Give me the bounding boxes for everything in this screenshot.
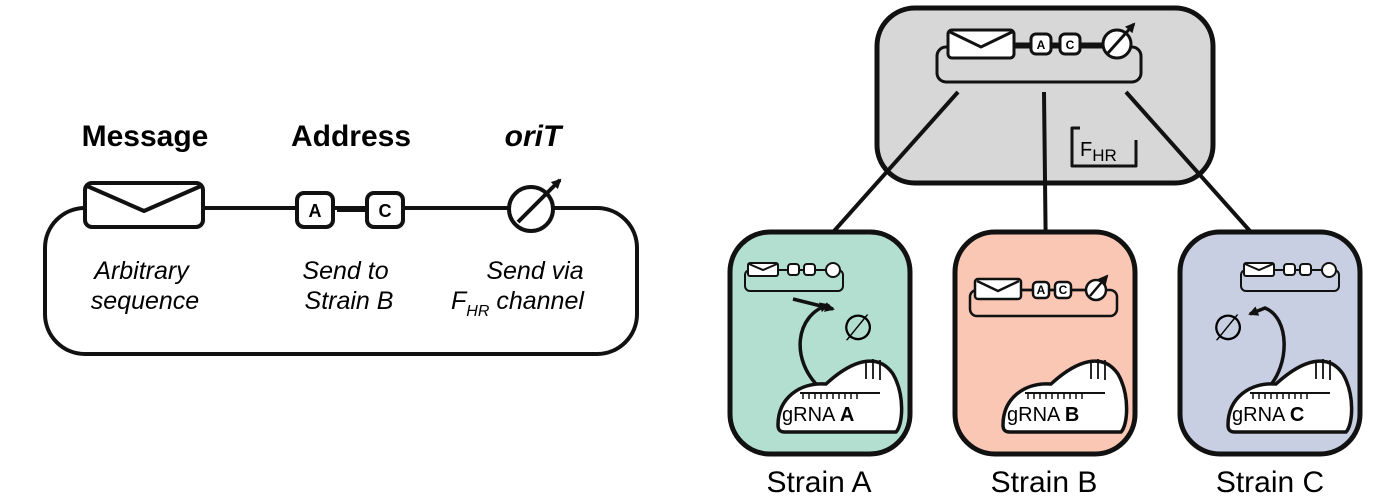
orit-header: oriT (505, 120, 564, 153)
address-description: Send to Strain B (302, 257, 395, 315)
degraded-symbol: ∅ (1212, 307, 1243, 348)
strain-c-cell: ∅ gRNA C Strain C (1177, 229, 1363, 499)
address-tag-c (803, 263, 816, 276)
construct-legend: Message Address oriT A C Arbitrary seque… (43, 120, 639, 356)
cas9-grna-complex: gRNA B (1001, 359, 1129, 434)
svg-text:A: A (1037, 38, 1046, 52)
svg-text:A: A (309, 201, 322, 221)
address-tag-a: A (1031, 280, 1051, 300)
strain-b-cell: A C gRNA B Strain B (952, 229, 1138, 499)
orit-description-line1: Send via (486, 257, 583, 285)
degraded-symbol: ∅ (842, 307, 873, 348)
strain-c-label: Strain C (1216, 466, 1324, 499)
envelope-icon (83, 181, 205, 229)
strain-a-label: Strain A (766, 466, 871, 499)
address-tag-a (787, 263, 800, 276)
address-header: Address (291, 120, 411, 153)
strain-b-label: Strain B (991, 466, 1098, 499)
svg-text:gRNA B: gRNA B (1007, 404, 1079, 426)
svg-text:C: C (379, 201, 392, 221)
cas9-grna-complex: gRNA C (1226, 359, 1354, 434)
orit-icon (1084, 274, 1109, 302)
svg-text:C: C (1066, 38, 1075, 52)
strain-a-cell: ∅ gRNA A Strain A (727, 229, 913, 499)
orit-icon (1321, 262, 1337, 278)
orit-description-line2: FHR channel (451, 287, 585, 320)
address-tag-a (1283, 263, 1296, 276)
envelope-icon (946, 28, 1016, 60)
address-tag-c: C (1058, 32, 1082, 56)
svg-text:A: A (1037, 283, 1046, 297)
address-tag-c: C (1053, 280, 1073, 300)
fhr-plasmid: FHR (1070, 126, 1138, 168)
address-tag-c (1299, 263, 1312, 276)
cas9-grna-complex: gRNA A (776, 359, 904, 434)
address-tag-a: A (295, 191, 335, 229)
svg-text:gRNA C: gRNA C (1232, 404, 1304, 426)
svg-text:gRNA A: gRNA A (782, 404, 854, 426)
orit-icon (1101, 22, 1136, 60)
orit-icon (825, 262, 841, 278)
svg-text:C: C (1059, 283, 1068, 297)
svg-text:FHR: FHR (1080, 139, 1117, 165)
message-header: Message (82, 120, 209, 153)
message-description: Arbitrary sequence (91, 257, 199, 315)
orit-icon (507, 178, 562, 233)
address-tag-a: A (1029, 32, 1053, 56)
address-tag-c: C (365, 191, 405, 229)
